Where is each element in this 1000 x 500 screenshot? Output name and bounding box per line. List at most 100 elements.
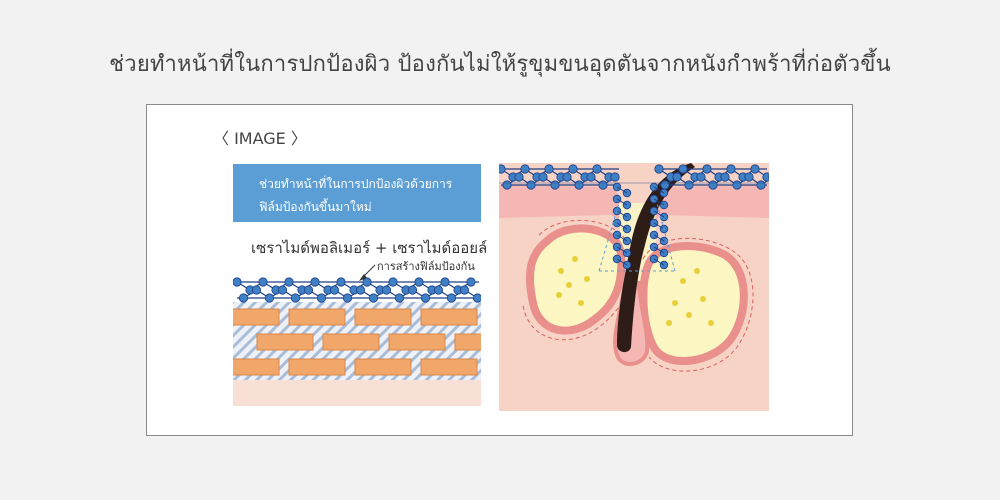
pore-protective-film xyxy=(499,164,769,272)
film-node xyxy=(420,293,431,303)
film-node xyxy=(459,285,470,295)
left-sebaceous-gland xyxy=(525,224,626,335)
film-node xyxy=(678,164,688,174)
film-node xyxy=(381,285,392,295)
sebum-dot xyxy=(584,276,590,282)
sebum-dot xyxy=(558,268,564,274)
benefit-text-line1: ช่วยทำหน้าที่ในการปกป้องผิวด้วยการ xyxy=(259,177,453,191)
brick xyxy=(233,358,280,376)
brick xyxy=(420,308,478,326)
sebum-dots xyxy=(556,256,714,326)
film-node xyxy=(440,277,450,287)
brick xyxy=(256,333,314,351)
film-node xyxy=(550,180,560,190)
illustration-frame: 〈 IMAGE 〉 ช่วยทำหน้าที่ในการปกป้องผิวด้ว… xyxy=(146,104,853,436)
film-node xyxy=(568,164,578,174)
sebum-dot xyxy=(556,292,562,298)
film-node xyxy=(362,277,372,287)
film-node xyxy=(544,164,554,174)
sebum-dot xyxy=(700,296,706,302)
sebum-dot xyxy=(686,312,692,318)
film-node xyxy=(586,172,596,182)
brick xyxy=(354,358,412,376)
image-tag: 〈 IMAGE 〉 xyxy=(213,129,307,148)
brick xyxy=(288,358,346,376)
film-node xyxy=(277,285,288,295)
film-node xyxy=(414,277,424,287)
benefit-box: ช่วยทำหน้าที่ในการปกป้องผิวด้วยการ ฟิล์ม… xyxy=(233,164,481,222)
film-node xyxy=(336,277,346,287)
film-node xyxy=(708,180,718,190)
film-node xyxy=(233,277,242,287)
film-node xyxy=(251,285,262,295)
pore-cross-section xyxy=(499,163,769,411)
brick xyxy=(322,333,380,351)
film-node xyxy=(433,285,444,295)
film-node xyxy=(696,172,706,182)
film-node xyxy=(355,285,366,295)
film-annotation: การสร้างฟิล์มป้องกัน xyxy=(377,260,475,273)
film-node xyxy=(342,293,353,303)
pore-film-guide xyxy=(598,202,676,272)
ceramide-film xyxy=(233,277,481,303)
brick xyxy=(288,308,346,326)
film-node xyxy=(562,172,572,182)
film-node xyxy=(264,293,275,303)
film-node xyxy=(526,180,536,190)
film-node xyxy=(702,164,712,174)
barrier-film-panel: ช่วยทำหน้าที่ในการปกป้องผิวด้วยการ ฟิล์ม… xyxy=(233,164,487,406)
brick xyxy=(233,308,280,326)
brick xyxy=(420,358,478,376)
film-node xyxy=(592,164,602,174)
film-node xyxy=(290,293,301,303)
film-node xyxy=(744,172,754,182)
sebum-dot xyxy=(694,268,700,274)
film-node xyxy=(258,277,268,287)
sebum-dot xyxy=(572,256,578,262)
film-node xyxy=(303,285,314,295)
film-node xyxy=(466,277,476,287)
film-node xyxy=(762,172,769,182)
film-node xyxy=(499,164,506,174)
film-node xyxy=(726,164,736,174)
film-node xyxy=(750,164,760,174)
annotation-arrowhead xyxy=(359,274,367,281)
brick xyxy=(454,333,481,351)
film-node xyxy=(756,180,766,190)
brick xyxy=(354,308,412,326)
film-node xyxy=(732,180,742,190)
film-node xyxy=(394,293,405,303)
film-node xyxy=(316,293,327,303)
sebum-dot xyxy=(578,300,584,306)
benefit-text-line2: ฟิล์มป้องกันขึ้นมาใหม่ xyxy=(259,200,372,214)
film-node xyxy=(284,277,294,287)
ingredients-label: เซราไมด์พอลิเมอร์ + เซราไมด์ออยล์ xyxy=(251,239,488,257)
sebum-dot xyxy=(708,320,714,326)
film-node xyxy=(368,293,379,303)
film-node xyxy=(538,172,548,182)
film-node xyxy=(472,293,481,303)
film-node xyxy=(407,285,418,295)
film-node xyxy=(598,180,608,190)
film-node xyxy=(502,180,512,190)
right-sebaceous-gland xyxy=(639,242,748,366)
corneocyte-bricks xyxy=(233,308,481,376)
brick xyxy=(388,333,446,351)
film-node xyxy=(446,293,457,303)
film-node xyxy=(520,164,530,174)
film-node xyxy=(514,172,524,182)
film-node xyxy=(388,277,398,287)
film-node xyxy=(720,172,730,182)
film-node xyxy=(574,180,584,190)
sebum-dot xyxy=(680,278,686,284)
sebum-dot xyxy=(672,300,678,306)
film-node xyxy=(672,172,682,182)
film-node xyxy=(660,180,670,190)
film-node xyxy=(684,180,694,190)
barrier-illustration xyxy=(233,264,481,406)
film-node xyxy=(310,277,320,287)
film-node xyxy=(238,293,249,303)
sebum-dot xyxy=(566,282,572,288)
sebum-dot xyxy=(666,320,672,326)
right-gland-outline xyxy=(642,237,754,372)
